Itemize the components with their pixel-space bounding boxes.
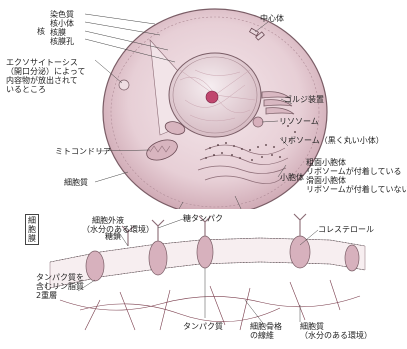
glycoprotein-label: 糖タンパク — [183, 214, 223, 223]
extracellular-label-1: 細胞外液 — [92, 216, 124, 225]
lysosome-label: リソソーム — [279, 117, 319, 126]
chromatin-label: 染色質 — [50, 10, 74, 19]
cytoplasm-label: 細胞質 — [64, 178, 88, 187]
nucleus-group-label: 核 — [37, 27, 45, 36]
cholesterol-label: コレステロール — [318, 225, 374, 234]
exocytosis-line-4: いるところ — [6, 85, 46, 94]
cytoskeleton-label-1: 細胞骨格 — [250, 322, 282, 331]
cytoskeleton-label-2: の線維 — [250, 331, 274, 340]
bilayer-label-1: タンパク質を — [36, 273, 84, 282]
exocytosis-line-3: 内容物が放出されて — [6, 76, 78, 85]
protein-label: タンパク質 — [183, 322, 223, 331]
golgi-label: ゴルジ装置 — [284, 95, 324, 104]
cytoplasm-inner-label-2: （水分のある環境） — [300, 331, 372, 340]
nucleolus — [206, 91, 218, 103]
er-label: 小胞体 — [280, 173, 304, 182]
exocytosis-line-1: エクソサイトーシス — [6, 58, 78, 67]
cytoplasm-inner-label-1: 細胞質 — [300, 322, 324, 331]
smooth-er-desc: リボソームが付着していない — [306, 185, 407, 194]
nuclear-envelope-label: 核膜 — [50, 28, 66, 37]
bilayer-label-3: 2重層 — [36, 291, 57, 300]
exocytosis-line-2: （開口分泌）によって — [6, 67, 85, 76]
ribosome-label: リボソーム（黒く丸い小体） — [280, 136, 384, 145]
nucleosome-label: 核小体 — [50, 19, 74, 28]
centrosome-label: 中心体 — [260, 14, 284, 23]
rough-er-desc: リボソームが付着している — [306, 167, 402, 176]
rough-er-label: 粗面小胞体 — [306, 158, 346, 167]
nuclear-pore-label: 核膜孔 — [50, 37, 74, 46]
membrane-box-title: 細胞膜 — [25, 214, 39, 245]
bilayer-label-2: 含むリン脂質 — [36, 282, 84, 291]
smooth-er-label: 滑面小胞体 — [306, 176, 346, 185]
mitochondria-label: ミトコンドリア — [55, 147, 111, 156]
sugar-chain-label: 糖鎖 — [105, 232, 121, 241]
lysosome-shape — [253, 117, 263, 127]
